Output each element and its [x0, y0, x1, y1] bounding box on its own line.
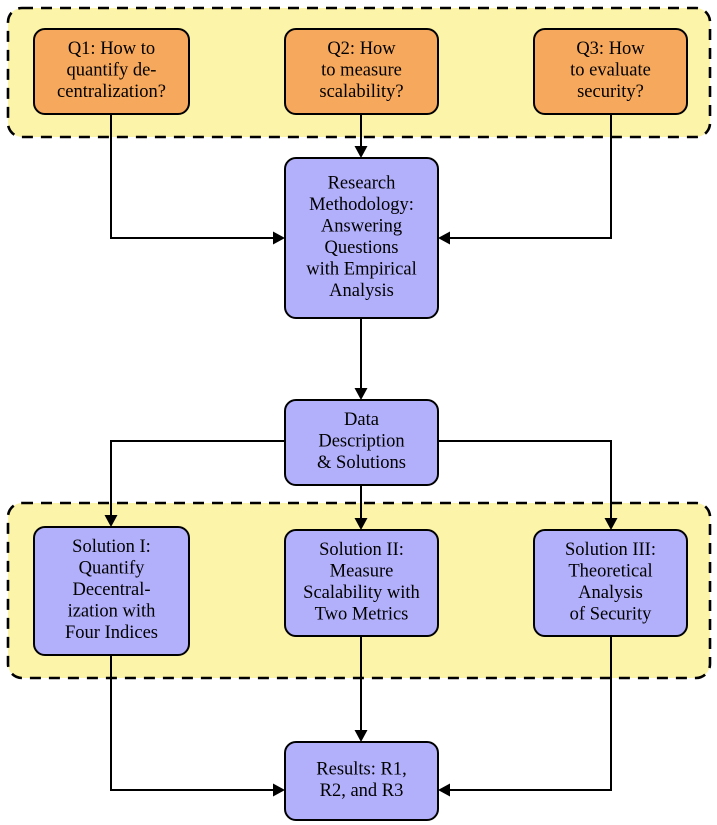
- process-box-research-methodology-label-line: Analysis: [329, 281, 394, 301]
- solution-box-ii-label-line: Solution II:: [319, 540, 404, 560]
- question-box-q1-label-line: quantify de-: [67, 61, 157, 81]
- connectors-layer: [104, 114, 618, 797]
- question-box-q1-label-line: centralization?: [57, 82, 166, 102]
- edge-methodology-to-data-arrowhead: [354, 388, 368, 400]
- question-box-q3-shape: [533, 28, 688, 115]
- edge-data-to-solution-iii: [438, 440, 612, 522]
- edge-q3-to-methodology: [446, 114, 612, 239]
- solution-box-i-label-line: ization with: [68, 602, 156, 622]
- solution-box-ii-label-line: Measure: [330, 562, 394, 582]
- solution-box-i-label-line: Solution I:: [72, 537, 151, 557]
- edge-solution-i-to-results: [110, 655, 277, 791]
- solution-box-iii-shape: [533, 529, 688, 637]
- result-box-results-shape: [284, 741, 439, 821]
- solution-box-iii-label-line: of Security: [570, 605, 652, 625]
- question-box-q3-label-line: to evaluate: [570, 61, 651, 81]
- solution-box-ii-label-line: Two Metrics: [315, 605, 409, 625]
- process-box-data-description-label-line: Description: [318, 432, 404, 452]
- edge-solution-ii-to-results-arrowhead: [354, 730, 368, 742]
- process-box-data-description-label-line: & Solutions: [317, 453, 406, 473]
- question-box-q2-shape: [284, 28, 439, 115]
- edge-data-to-solution-i-arrowhead: [104, 515, 118, 527]
- process-box-data-description-label-line: Data: [344, 410, 379, 430]
- solution-box-ii-shape: [284, 529, 439, 637]
- edge-data-to-solution-i: [110, 440, 285, 519]
- edge-solution-i-to-results-arrowhead: [273, 783, 285, 797]
- question-box-q1-shape: [33, 28, 190, 115]
- process-box-research-methodology-label-line: Questions: [325, 238, 399, 258]
- edge-q2-to-methodology-arrowhead: [354, 146, 368, 158]
- result-box-results-label: Results: R1,R2, and R3: [316, 760, 406, 802]
- result-box-results-label-line: R2, and R3: [320, 781, 404, 801]
- process-box-research-methodology-label-line: Answering: [321, 217, 402, 237]
- process-box-research-methodology-label-line: Research: [328, 174, 396, 194]
- question-box-q1-label-line: Q1: How to: [68, 39, 155, 59]
- edge-q3-to-methodology-arrowhead: [438, 231, 450, 245]
- result-box-results[interactable]: Results: R1,R2, and R3: [284, 741, 439, 821]
- process-box-research-methodology-shape: [284, 157, 439, 319]
- question-box-q2-label-line: Q2: How: [327, 39, 396, 59]
- edge-q1-to-methodology-arrowhead: [273, 231, 285, 245]
- process-box-data-description-shape: [284, 399, 439, 486]
- solution-box-iii-label-line: Solution III:: [565, 540, 656, 560]
- edge-solution-iii-to-results: [446, 636, 612, 791]
- solution-box-iii-label-line: Analysis: [578, 583, 643, 603]
- result-box-results-label-line: Results: R1,: [316, 760, 406, 780]
- solution-box-iii-label-line: Theoretical: [568, 562, 652, 582]
- question-box-q3-label-line: Q3: How: [576, 39, 645, 59]
- edge-q1-to-methodology: [110, 114, 277, 239]
- question-box-q2-label-line: to measure: [321, 61, 402, 81]
- solution-box-i-shape: [33, 526, 190, 656]
- solution-box-i-label-line: Decentral-: [72, 580, 150, 600]
- solution-box-i-label-line: Quantify: [79, 559, 146, 579]
- edge-solution-iii-to-results-arrowhead: [438, 783, 450, 797]
- process-box-research-methodology-label-line: with Empirical: [306, 260, 416, 280]
- solution-box-i-label-line: Four Indices: [65, 623, 158, 643]
- question-box-q3-label-line: security?: [577, 82, 644, 102]
- question-box-q2-label-line: scalability?: [319, 82, 403, 102]
- solution-box-ii-label-line: Scalability with: [303, 583, 420, 603]
- edge-data-to-solution-iii-arrowhead: [604, 518, 618, 530]
- edge-data-to-solution-ii-arrowhead: [354, 518, 368, 530]
- process-box-research-methodology-label-line: Methodology:: [309, 195, 414, 215]
